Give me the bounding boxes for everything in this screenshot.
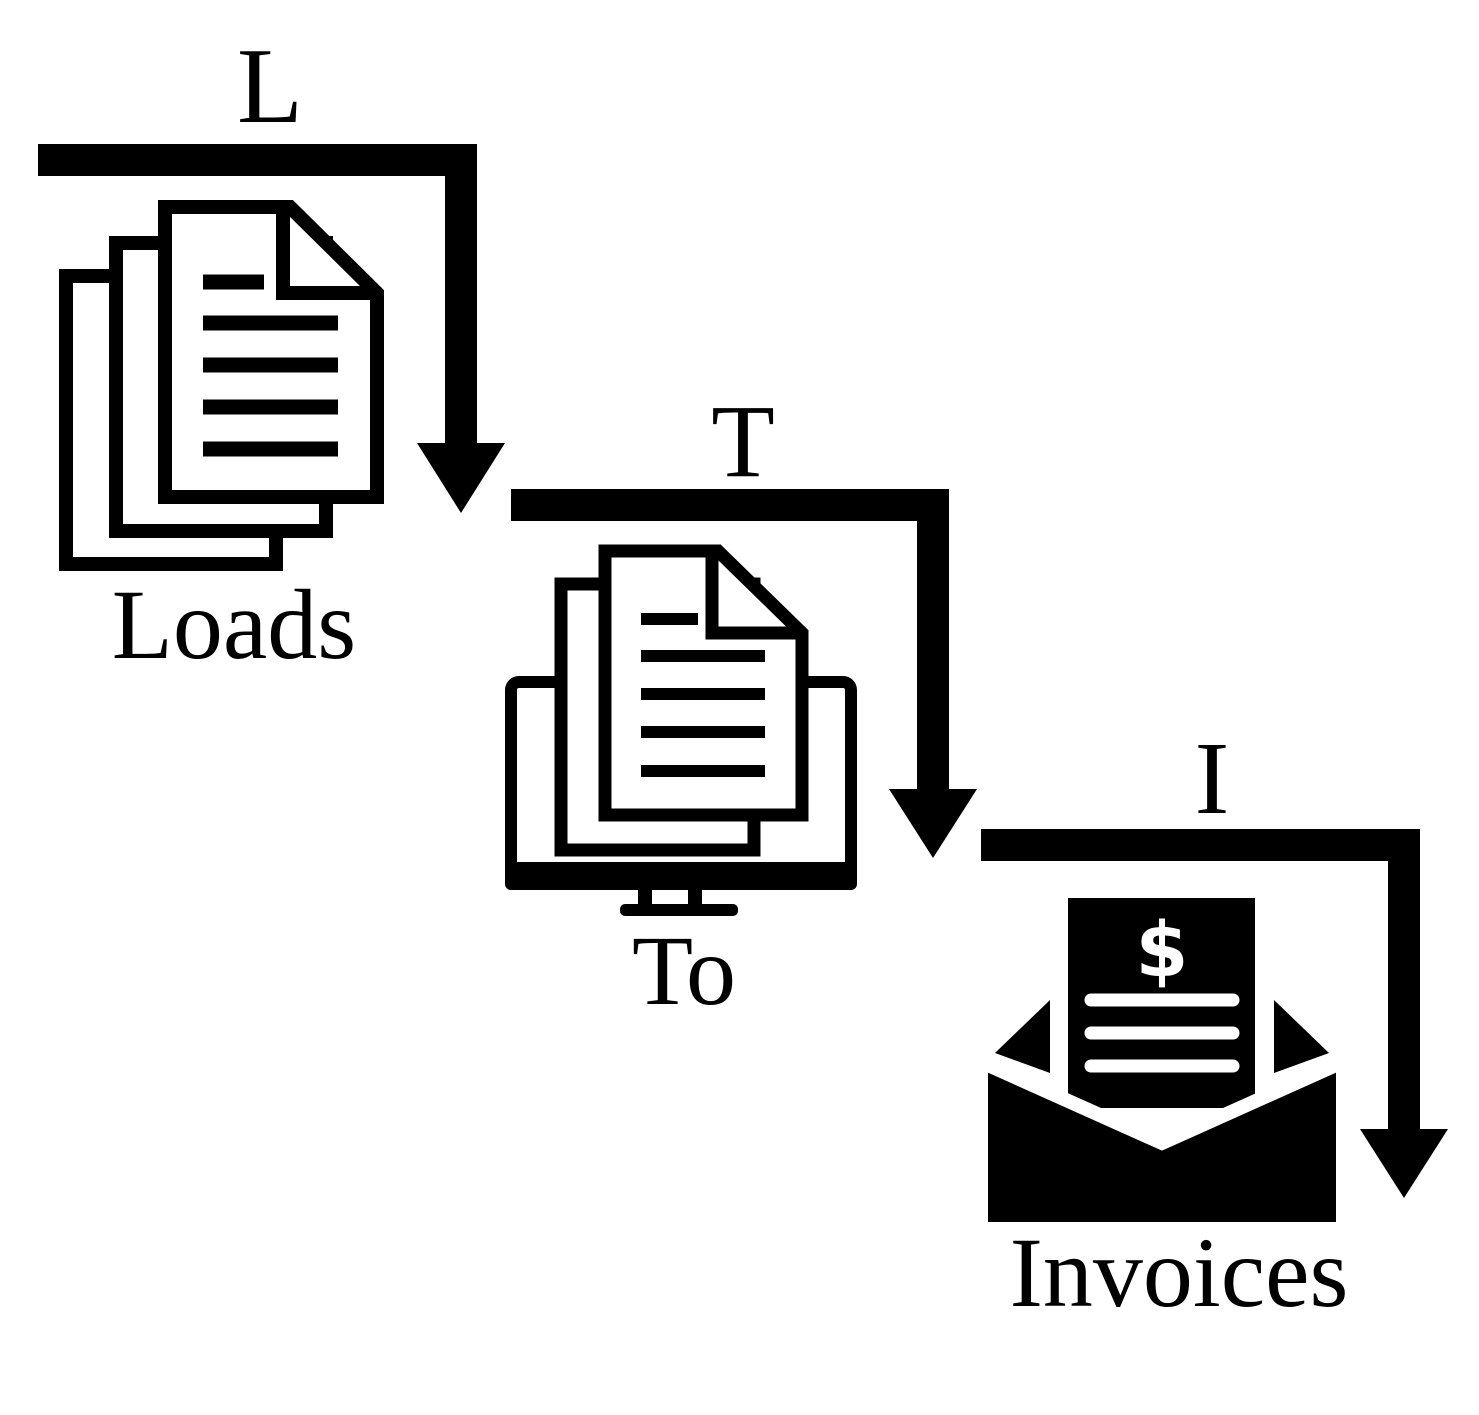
step-label-loads: Loads: [112, 569, 356, 680]
step-label-invoices: Invoices: [1010, 1217, 1349, 1328]
step-letter-t: T: [711, 384, 775, 499]
document-stack-icon: [59, 200, 384, 571]
step-loads: L Loads: [38, 27, 505, 680]
step-invoices: I $ Invoices: [981, 721, 1448, 1328]
step-label-to: To: [632, 915, 736, 1026]
step-letter-l: L: [237, 27, 303, 146]
flow-arrow-2: [511, 489, 977, 858]
dollar-icon: $: [1136, 905, 1189, 994]
flow-arrow-1: [38, 144, 505, 513]
flow-arrow-3: [981, 829, 1448, 1198]
step-to: T To: [505, 384, 977, 1026]
invoice-envelope-icon: $: [985, 898, 1339, 1222]
monitor-documents-icon: [505, 544, 857, 916]
step-letter-i: I: [1195, 721, 1230, 836]
